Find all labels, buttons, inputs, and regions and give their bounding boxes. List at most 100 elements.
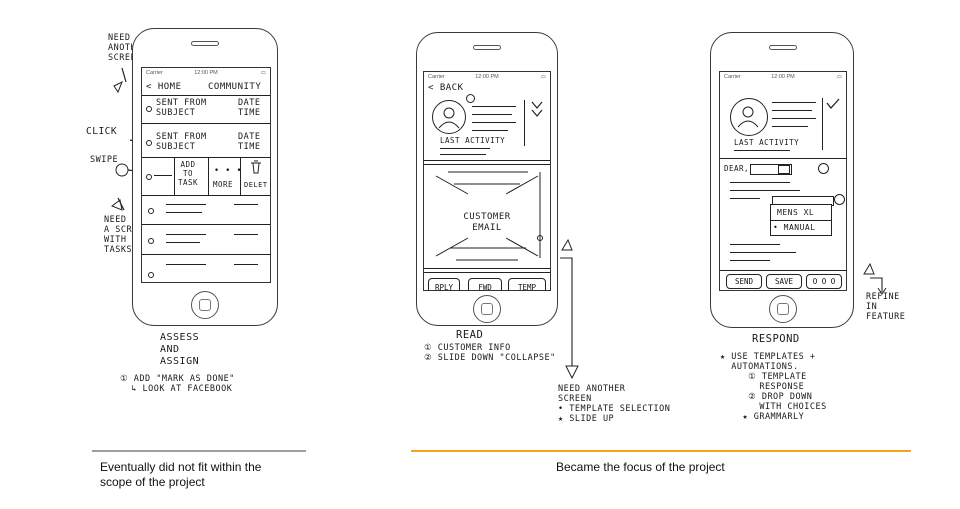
sketch-line [772, 126, 808, 127]
divider [240, 157, 241, 195]
delete-button[interactable]: DELET [244, 180, 268, 190]
left-sketch-footnote: ① ADD "MARK AS DONE" ↳ LOOK AT FACEBOOK [120, 374, 235, 394]
sketch-line [166, 264, 206, 265]
row-subject: SUBJECT [156, 108, 195, 118]
divider [771, 220, 831, 221]
slide-down-chevron-icon[interactable] [530, 100, 546, 120]
customer-email-label: CUSTOMER EMAIL [442, 212, 532, 234]
divider [720, 270, 846, 271]
divider [174, 157, 175, 195]
status-carrier: Carrier [146, 70, 163, 76]
sketch-line [166, 242, 200, 243]
nav-community[interactable]: COMMUNITY [208, 82, 261, 92]
sketch-line [730, 244, 780, 245]
sketch-line [772, 102, 816, 103]
send-button[interactable]: SEND [726, 274, 762, 289]
avatar-person-icon [436, 104, 462, 130]
template-button[interactable]: TEMP [508, 278, 546, 291]
reply-button[interactable]: RPLY [428, 278, 460, 291]
right-sketch-title: RESPOND [752, 334, 800, 344]
status-time: 12:00 PM [194, 70, 218, 76]
sketch-line [166, 212, 202, 213]
right-phone: Carrier 12:00 PM ▭ LAST ACTIVITY DEAR, [710, 32, 854, 328]
divider [208, 157, 209, 195]
phone-speaker [191, 41, 219, 46]
dropdown-option-manual[interactable]: • MANUAL [773, 223, 816, 233]
sketch-line [730, 260, 770, 261]
sketch-line [772, 110, 812, 111]
right-caption: Became the focus of the project [556, 460, 725, 475]
unread-dot-icon [146, 106, 152, 112]
callout-one-icon [818, 163, 829, 174]
middle-phone-screen: Carrier 12:00 PM ▭ < BACK LAST ACTIVITY [423, 71, 551, 291]
callout-two-icon [834, 194, 845, 205]
row-sent-from: SENT FROM [156, 132, 207, 142]
more-options-button[interactable]: o o o [806, 274, 842, 289]
choice-dropdown-menu[interactable]: MENS XL • MANUAL [770, 204, 832, 236]
middle-sketch-title: READ [456, 330, 483, 340]
sketch-line [234, 204, 258, 205]
left-section-rule [92, 450, 306, 452]
divider [424, 272, 550, 273]
phone-speaker [769, 45, 797, 50]
more-dots-icon: • • • [214, 166, 242, 176]
sketch-line [730, 190, 800, 191]
row-date: DATE [238, 132, 260, 142]
unread-dot-icon [148, 272, 154, 278]
unread-dot-icon [146, 140, 152, 146]
last-activity-label: LAST ACTIVITY [734, 138, 799, 148]
last-activity-label: LAST ACTIVITY [440, 136, 505, 146]
more-button[interactable]: MORE [213, 180, 233, 190]
sketch-line [730, 252, 796, 253]
forward-button[interactable]: FWD [468, 278, 502, 291]
sketch-line [472, 106, 516, 107]
dear-label: DEAR, [724, 164, 749, 174]
divider [720, 158, 846, 159]
sketch-line [166, 234, 206, 235]
row-time: TIME [238, 108, 260, 118]
sketch-line [472, 130, 508, 131]
middle-home-button [473, 295, 501, 323]
dropdown-option-mens-xl[interactable]: MENS XL [777, 208, 814, 218]
divider [142, 224, 270, 225]
left-phone: Carrier 12:00 PM ▭ < HOME COMMUNITY SENT… [132, 28, 278, 326]
divider [142, 95, 270, 96]
status-bar: Carrier 12:00 PM ▭ [428, 74, 546, 80]
collapse-slider[interactable] [524, 100, 525, 146]
template-arrow-icon [550, 238, 590, 388]
left-caption: Eventually did not fit within the scope … [100, 460, 261, 490]
right-phone-screen: Carrier 12:00 PM ▭ LAST ACTIVITY DEAR, [719, 71, 847, 291]
nav-back-home[interactable]: < HOME [146, 82, 182, 92]
sketch-line [234, 264, 258, 265]
left-sketch-title: ASSESS AND ASSIGN [160, 332, 199, 368]
sketch-line [440, 154, 486, 155]
status-time: 12:00 PM [475, 74, 499, 80]
row-subject: SUBJECT [156, 142, 195, 152]
middle-phone: Carrier 12:00 PM ▭ < BACK LAST ACTIVITY [416, 32, 558, 326]
collapse-slider[interactable] [822, 98, 823, 150]
nav-back[interactable]: < BACK [428, 83, 464, 93]
save-button[interactable]: SAVE [766, 274, 802, 289]
unread-dot-icon [146, 174, 152, 180]
battery-icon: ▭ [261, 70, 266, 76]
unread-dot-icon [148, 238, 154, 244]
right-sketch-notes: ★ USE TEMPLATES + AUTOMATIONS. ① TEMPLAT… [720, 352, 827, 422]
divider [142, 254, 270, 255]
sketch-line [730, 198, 760, 199]
chevron-down-icon[interactable] [778, 165, 790, 174]
add-to-task-button[interactable]: ADD TO TASK [178, 160, 198, 187]
status-time: 12:00 PM [771, 74, 795, 80]
sketch-line [154, 175, 172, 176]
battery-icon: ▭ [541, 74, 546, 80]
right-section-rule [411, 450, 911, 452]
divider [142, 195, 270, 196]
refine-arrow-icon [860, 262, 900, 296]
status-bar: Carrier 12:00 PM ▭ [146, 70, 266, 76]
callout-one-icon [466, 94, 475, 103]
divider [142, 123, 270, 124]
trash-icon [250, 160, 262, 174]
divider [424, 268, 550, 269]
sketch-line [772, 118, 816, 119]
sketch-line [166, 204, 206, 205]
divider [424, 164, 550, 165]
